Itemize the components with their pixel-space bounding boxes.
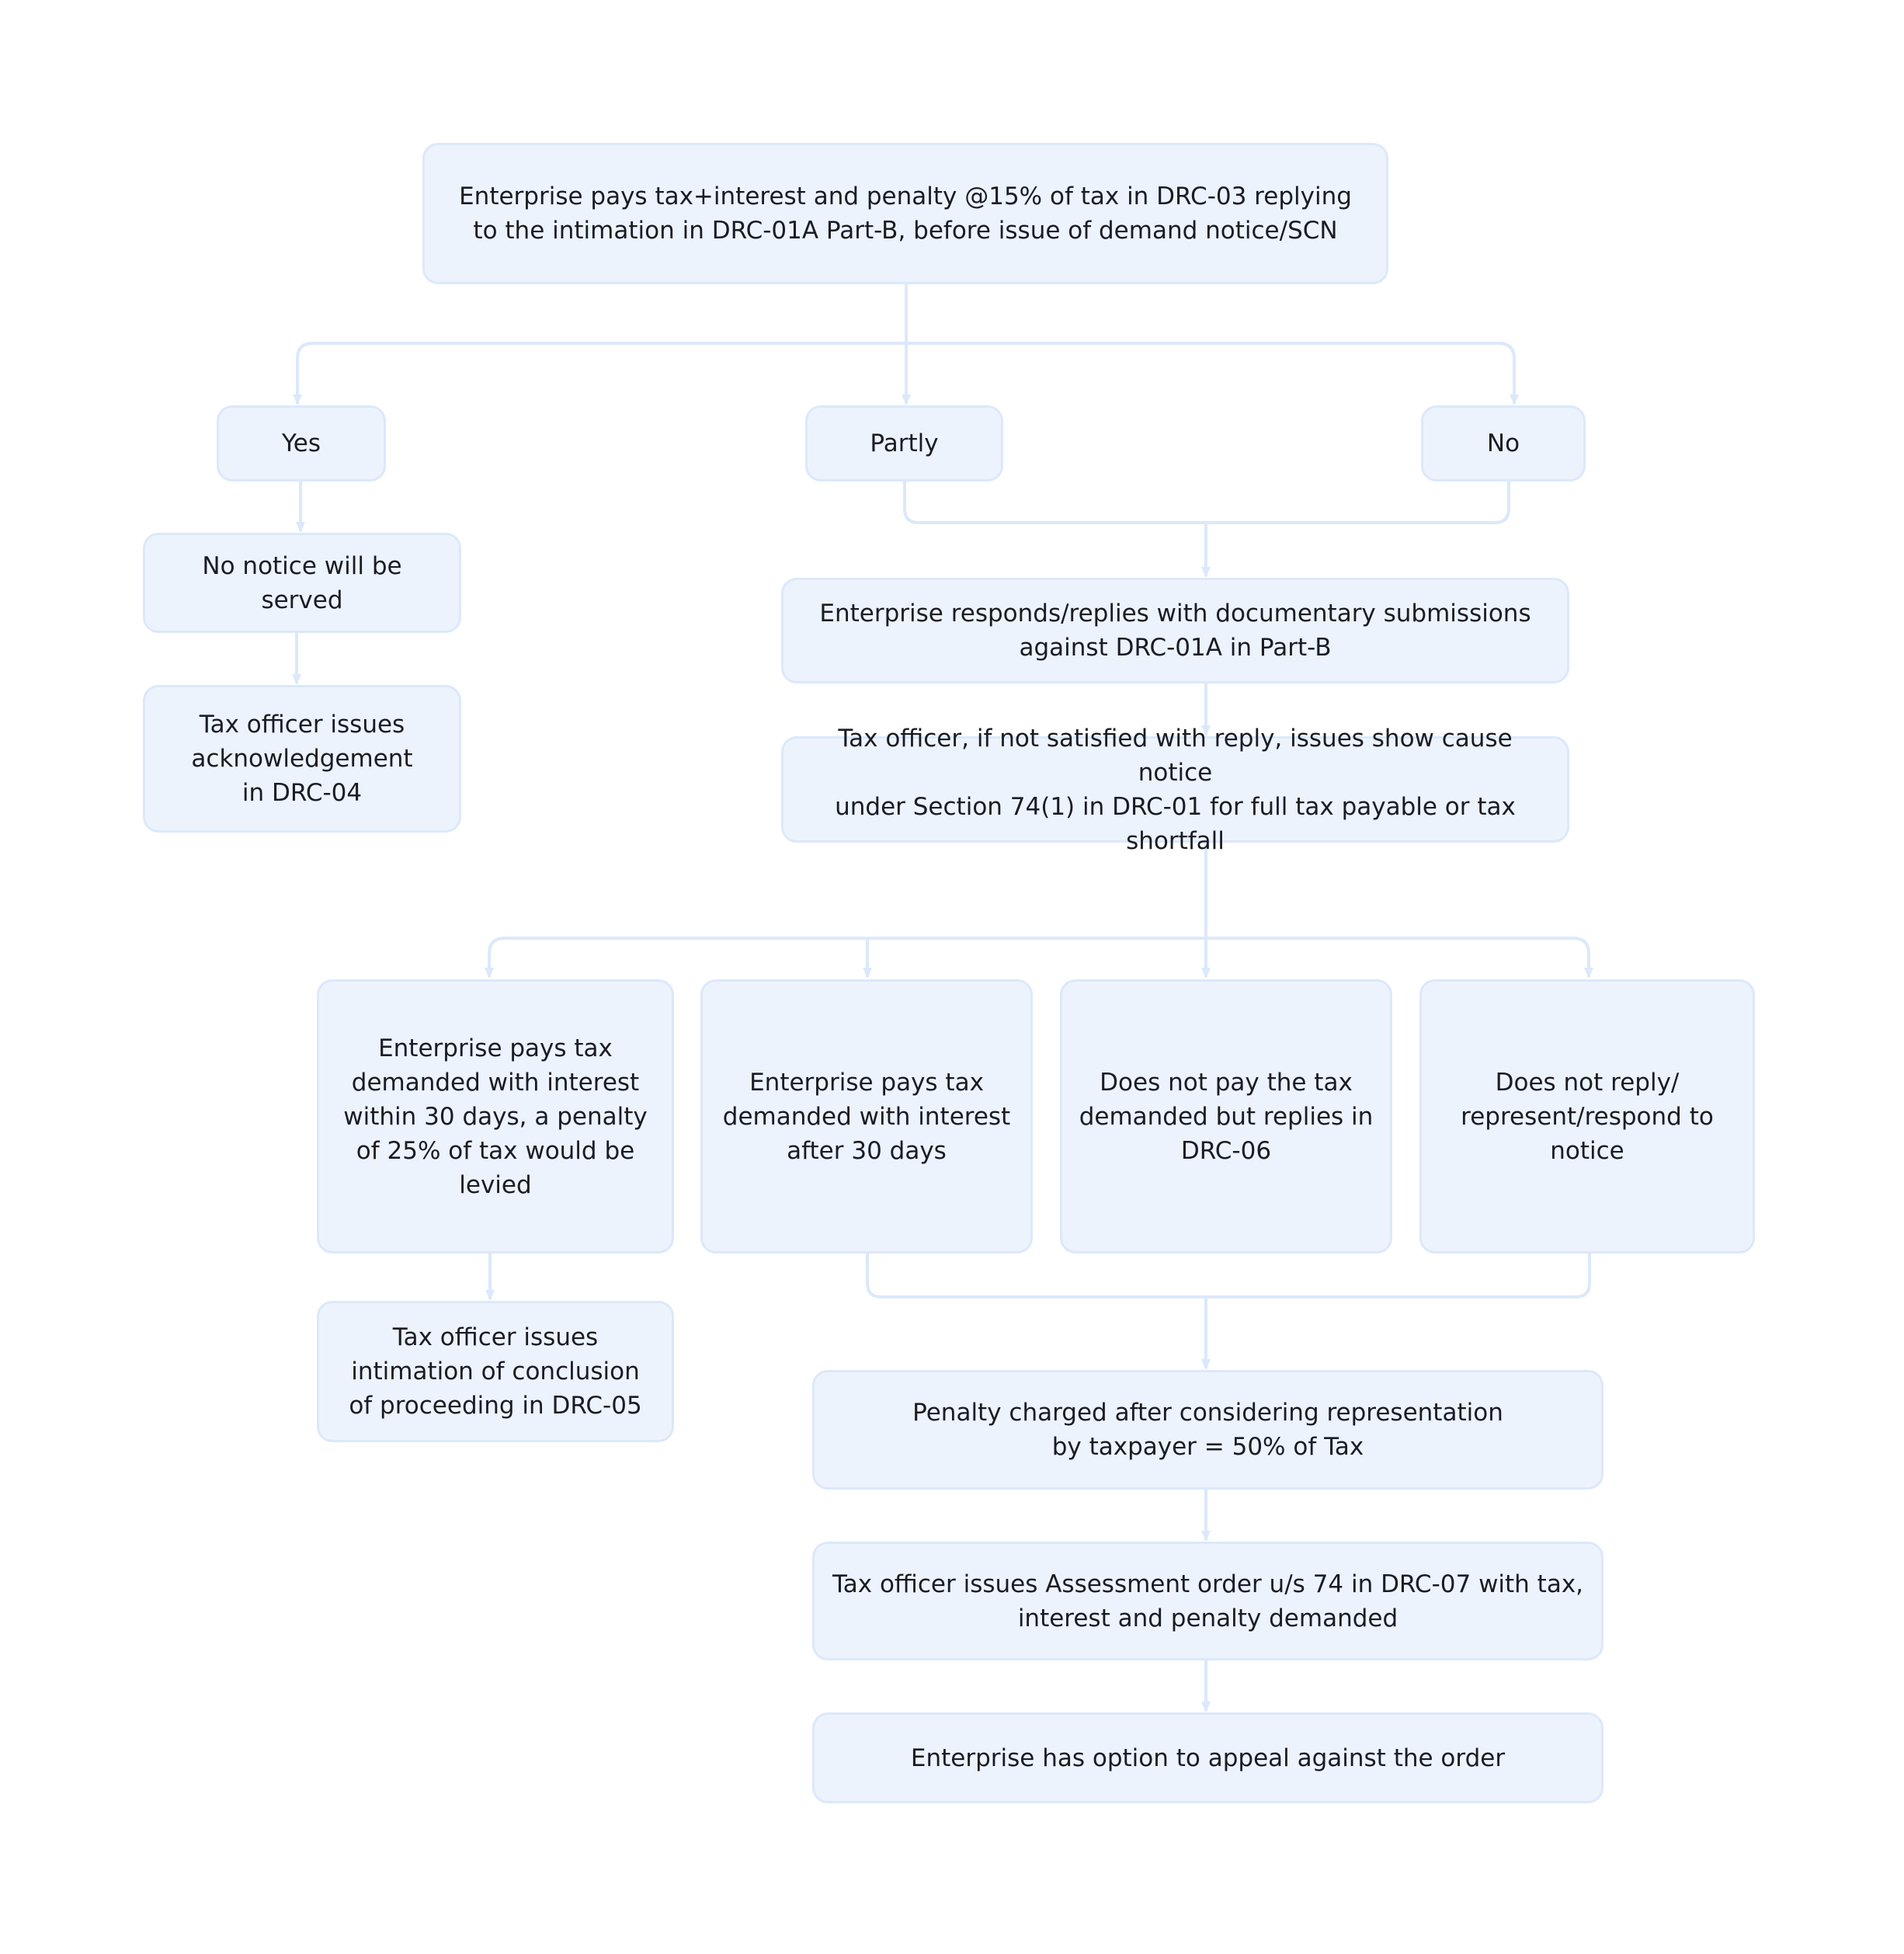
option-no-reply-text: Does not reply/ represent/respond to not… xyxy=(1461,1068,1714,1165)
show-cause-box: Tax officer, if not satisfied with reply… xyxy=(781,725,1569,855)
connector-partly-no-merge xyxy=(903,482,1510,524)
option-no-reply-box: Does not reply/ represent/respond to not… xyxy=(1419,979,1755,1253)
penalty-50-text: Penalty charged after considering repres… xyxy=(912,1399,1503,1461)
branch-partly-box: Partly xyxy=(805,405,1003,482)
option-pay-after-30-box: Enterprise pays tax demanded with intere… xyxy=(700,979,1033,1253)
start-box: Enterprise pays tax+interest and penalty… xyxy=(422,143,1388,284)
show-cause-text: Tax officer, if not satisfied with reply… xyxy=(835,724,1516,855)
option-not-pay-replies-text: Does not pay the tax demanded but replie… xyxy=(1079,1068,1374,1165)
option-not-pay-replies-box: Does not pay the tax demanded but replie… xyxy=(1060,979,1392,1253)
connector-to-option-1 xyxy=(485,937,1206,979)
no-notice-text: No notice will be served xyxy=(202,551,402,614)
option-pay-after-30-text: Enterprise pays tax demanded with intere… xyxy=(722,1068,1011,1165)
ack-drc04-box: Tax officer issues acknowledgement in DR… xyxy=(143,685,461,833)
branch-no-box: No xyxy=(1421,405,1586,482)
assessment-drc07-text: Tax officer issues Assessment order u/s … xyxy=(832,1570,1584,1632)
connector-to-option-4 xyxy=(1206,937,1593,979)
branch-yes-label: Yes xyxy=(281,429,321,457)
branch-no-label: No xyxy=(1486,429,1520,457)
no-notice-box: No notice will be served xyxy=(143,533,461,633)
ack-drc04-text: Tax officer issues acknowledgement in DR… xyxy=(191,711,413,807)
responds-text: Enterprise responds/replies with documen… xyxy=(819,600,1531,662)
branch-partly-label: Partly xyxy=(870,429,939,457)
branch-yes-box: Yes xyxy=(217,405,386,482)
connector-options-merge xyxy=(866,1253,1591,1299)
appeal-text: Enterprise has option to appeal against … xyxy=(910,1744,1506,1772)
appeal-box: Enterprise has option to appeal against … xyxy=(812,1712,1603,1803)
option-pay-within-30-box: Enterprise pays tax demanded with intere… xyxy=(317,979,674,1253)
responds-box: Enterprise responds/replies with documen… xyxy=(781,578,1569,683)
conclusion-drc05-text: Tax officer issues intimation of conclus… xyxy=(349,1323,642,1420)
start-text: Enterprise pays tax+interest and penalty… xyxy=(459,183,1352,245)
penalty-50-box: Penalty charged after considering repres… xyxy=(812,1370,1603,1490)
option-pay-within-30-text: Enterprise pays tax demanded with intere… xyxy=(343,1034,648,1199)
connector-to-no xyxy=(906,342,1519,405)
connector-to-yes xyxy=(293,342,906,405)
assessment-drc07-box: Tax officer issues Assessment order u/s … xyxy=(812,1542,1603,1660)
conclusion-drc05-box: Tax officer issues intimation of conclus… xyxy=(317,1301,674,1442)
